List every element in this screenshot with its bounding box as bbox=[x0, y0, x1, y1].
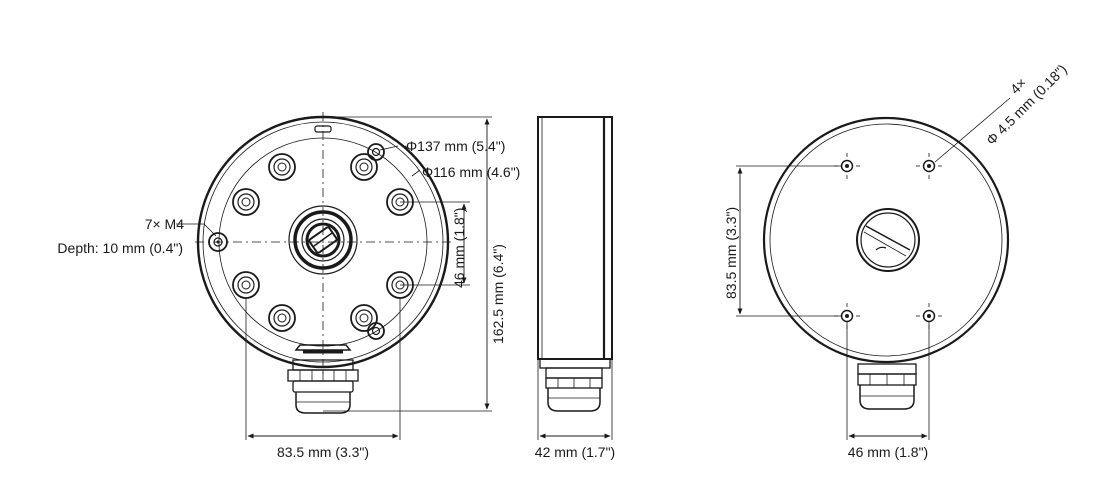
side-housing bbox=[537, 116, 613, 360]
hole-diameter-label: Φ 4.5 mm (0.18") bbox=[983, 61, 1070, 148]
m4-screws bbox=[208, 143, 385, 340]
back-housing bbox=[762, 116, 1010, 364]
side-view: 42 mm (1.7") bbox=[535, 116, 615, 460]
hole-leader bbox=[934, 97, 1011, 163]
hole-upper-left bbox=[232, 188, 260, 216]
back-rim bbox=[769, 123, 1003, 357]
screw-label: 7× M4 bbox=[145, 216, 185, 232]
hole-top-right bbox=[350, 153, 378, 181]
inner-diameter-label: Φ116 mm (4.6") bbox=[422, 164, 520, 180]
cable-gland-front bbox=[287, 359, 359, 414]
back-hole-top-right bbox=[916, 153, 942, 179]
cable-gland-side bbox=[545, 367, 603, 412]
front-view: 7× M4 Depth: 10 mm (0.4") Φ137 mm (5.4")… bbox=[57, 112, 520, 460]
back-view: 4× Φ 4.5 mm (0.18") 83.5 mm (3.3") 46 mm… bbox=[723, 61, 1070, 460]
depth-label: 42 mm (1.7") bbox=[535, 444, 615, 460]
outer-rim bbox=[202, 121, 444, 363]
cable-gland-back bbox=[857, 363, 917, 410]
outer-diameter-label: Φ137 mm (5.4") bbox=[406, 138, 505, 154]
back-cable-port bbox=[856, 208, 920, 272]
hole-bottom-left bbox=[268, 304, 296, 332]
hole-lower-left bbox=[232, 271, 260, 299]
vertical-hole-spacing-label: 46 mm (1.8") bbox=[451, 208, 467, 288]
screw-depth-label: Depth: 10 mm (0.4") bbox=[57, 240, 183, 256]
central-hub bbox=[288, 205, 358, 275]
top-notch bbox=[314, 125, 332, 133]
outer-diameter-leader bbox=[379, 145, 399, 151]
hole-top-left bbox=[268, 153, 296, 181]
inner-diameter-leader bbox=[411, 169, 421, 177]
back-horizontal-spacing-label: 46 mm (1.8") bbox=[848, 444, 928, 460]
total-height-label: 162.5 mm (6.4") bbox=[490, 244, 506, 344]
bottom-entry-plate bbox=[294, 344, 352, 351]
screw-leader bbox=[176, 223, 217, 237]
back-mounting-holes bbox=[834, 153, 942, 329]
horizontal-hole-spacing-label: 83.5 mm (3.3") bbox=[277, 444, 369, 460]
hole-bottom-right bbox=[350, 304, 378, 332]
back-vertical-spacing-label: 83.5 mm (3.3") bbox=[723, 207, 739, 299]
